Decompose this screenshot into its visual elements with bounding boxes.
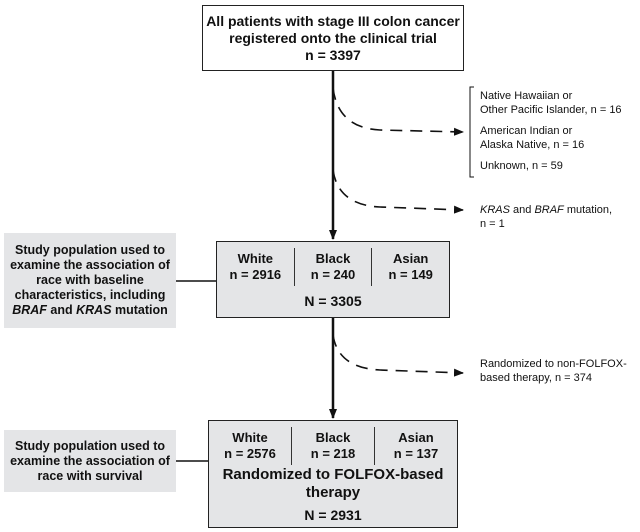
survival-label-line3: race with survival	[37, 468, 143, 483]
race-label: White	[237, 251, 274, 266]
folfox-col-asian: Asian n = 137	[374, 427, 457, 465]
braf-gene: BRAF	[12, 303, 47, 317]
kras-gene: KRAS	[76, 303, 112, 317]
exclusion-nhpi-line1: Native Hawaiian or	[480, 90, 573, 102]
survival-study-label: Study population used to examine the ass…	[4, 430, 176, 492]
race-count: n = 149	[388, 267, 433, 282]
mutation-suffix: mutation,	[563, 204, 613, 216]
top-box-line2: registered onto the clinical trial	[229, 29, 437, 46]
baseline-label-line4: characteristics, including	[14, 288, 166, 302]
folfox-population-box: White n = 2576 Black n = 218 Asian n = 1…	[208, 420, 458, 528]
exclusion-mutation-note: KRAS and BRAF mutation, n = 1	[480, 203, 612, 231]
exclusion-nhpi-line2: Other Pacific Islander, n = 16	[480, 104, 622, 116]
mutation-line2: n = 1	[480, 218, 505, 230]
baseline-label-line1: Study population used to	[15, 243, 165, 257]
baseline-and: and	[46, 303, 77, 317]
baseline-label-text: Study population used to examine the ass…	[10, 243, 170, 318]
baseline-col-white: White n = 2916	[217, 248, 294, 286]
folfox-caption-line2: therapy	[305, 484, 361, 501]
kras-gene: KRAS	[480, 204, 510, 216]
exclusion-nonfolfox-note: Randomized to non-FOLFOX- based therapy,…	[480, 357, 627, 385]
exclusion-bracket	[469, 86, 474, 178]
dashed-branch-ethnicity	[332, 87, 464, 136]
baseline-label-line2: examine the association of	[10, 258, 170, 272]
folfox-caption-line1: Randomized to FOLFOX-based	[222, 466, 444, 483]
baseline-label-line3: race with baseline	[36, 273, 144, 287]
exclusion-ethnicity-note: Native Hawaiian or Other Pacific Islande…	[480, 89, 622, 173]
top-box-line3: n = 3397	[305, 46, 361, 63]
baseline-population-box: White n = 2916 Black n = 240 Asian n = 1…	[216, 241, 450, 318]
baseline-suffix: mutation	[111, 303, 168, 317]
baseline-col-black: Black n = 240	[293, 248, 372, 286]
race-label: Black	[315, 251, 351, 266]
race-label: Asian	[392, 251, 429, 266]
baseline-race-columns: White n = 2916 Black n = 240 Asian n = 1…	[217, 248, 449, 286]
race-count: n = 2576	[224, 446, 276, 461]
race-label: White	[232, 430, 268, 445]
nonfolfox-line2: based therapy, n = 374	[480, 372, 593, 384]
baseline-label-line5: BRAF and KRAS mutation	[10, 303, 170, 318]
dashed-branch-mutation	[332, 169, 464, 214]
nonfolfox-line1: Randomized to non-FOLFOX-	[480, 358, 627, 370]
dashed-branch-nonfolfox	[332, 334, 464, 377]
race-count: n = 137	[393, 446, 439, 461]
braf-gene: BRAF	[534, 204, 564, 216]
folfox-col-white: White n = 2576	[209, 427, 291, 465]
race-label: Asian	[398, 430, 434, 445]
race-count: n = 2916	[229, 267, 282, 282]
exclusion-aian-line1: American Indian or	[480, 125, 573, 137]
exclusion-aian-line2: Alaska Native, n = 16	[480, 139, 585, 151]
all-patients-box: All patients with stage III colon cancer…	[202, 5, 464, 71]
survival-label-line2: examine the association of	[10, 453, 170, 468]
folfox-race-columns: White n = 2576 Black n = 218 Asian n = 1…	[209, 427, 457, 465]
race-count: n = 218	[310, 446, 356, 461]
baseline-col-asian: Asian n = 149	[371, 248, 449, 286]
survival-label-text: Study population used to examine the ass…	[10, 439, 170, 484]
baseline-study-label: Study population used to examine the ass…	[4, 233, 176, 328]
folfox-total: N = 2931	[304, 507, 362, 523]
survival-label-line1: Study population used to	[15, 438, 165, 453]
mutation-and: and	[509, 204, 535, 216]
mutation-line1: KRAS and BRAF mutation,	[480, 203, 612, 217]
race-count: n = 240	[310, 267, 356, 282]
top-box-line1: All patients with stage III colon cancer	[206, 12, 460, 29]
exclusion-unknown: Unknown, n = 59	[480, 160, 563, 172]
race-label: Black	[315, 430, 351, 445]
baseline-total: N = 3305	[304, 293, 362, 309]
folfox-col-black: Black n = 218	[291, 427, 374, 465]
